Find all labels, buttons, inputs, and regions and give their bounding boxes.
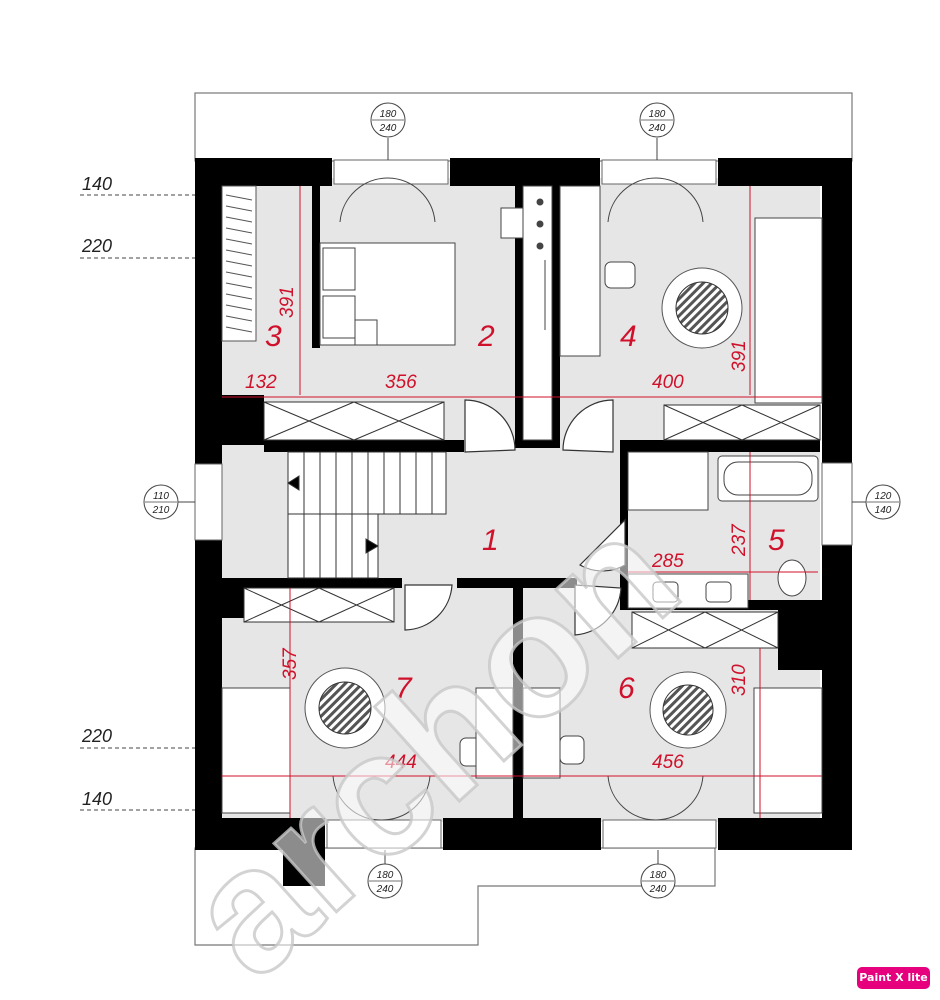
svg-text:240: 240 [376, 884, 394, 895]
svg-text:240: 240 [379, 123, 397, 134]
room-number-5: 5 [768, 524, 785, 557]
svg-text:140: 140 [875, 505, 892, 516]
dim-357: 357 [280, 647, 301, 680]
svg-text:240: 240 [649, 884, 667, 895]
double-bed [319, 242, 456, 346]
room-labels: 3 2 4 1 5 7 6 [265, 320, 785, 705]
dimension-labels: 391 132 356 400 391 285 237 357 310 444 … [245, 286, 750, 773]
level-220-top: 220 [81, 236, 112, 256]
opening-marker-top-left: 180 240 [370, 102, 406, 160]
stairs [287, 451, 447, 579]
exterior-walls [195, 158, 852, 886]
dim-444: 444 [385, 752, 417, 773]
single-beds [221, 217, 823, 814]
room-number-4: 4 [620, 320, 637, 353]
svg-text:240: 240 [648, 123, 666, 134]
dim-356: 356 [385, 372, 417, 393]
opening-marker-right: 120 140 [852, 484, 901, 520]
doors [404, 399, 626, 636]
level-labels: 140 220 220 140 [81, 174, 112, 809]
opening-marker-left: 110 210 [143, 484, 195, 520]
dim-400: 400 [652, 372, 684, 393]
room-number-6: 6 [618, 672, 635, 705]
wardrobes [243, 401, 821, 649]
bathroom-fixtures [627, 451, 819, 609]
svg-text:210: 210 [152, 505, 170, 516]
dim-285: 285 [651, 551, 684, 572]
svg-text:110: 110 [153, 491, 169, 502]
dim-237: 237 [729, 523, 750, 557]
svg-text:120: 120 [875, 491, 892, 502]
room-number-7: 7 [395, 672, 413, 705]
window-sashes [332, 177, 704, 821]
dim-391-right: 391 [729, 340, 750, 372]
dim-391-left: 391 [277, 286, 298, 318]
corridor-cabinet [500, 185, 601, 441]
room-number-3: 3 [265, 320, 282, 353]
opening-marker-bottom-right: 180 240 [640, 850, 676, 899]
opening-markers: 180 240 180 240 110 210 120 140 [143, 102, 901, 899]
level-lines [80, 194, 195, 811]
svg-text:180: 180 [650, 870, 667, 881]
top-terrace [194, 92, 853, 162]
level-140-top: 140 [82, 174, 112, 194]
opening-marker-top-right: 180 240 [639, 102, 675, 160]
level-140-bottom: 140 [82, 789, 112, 809]
round-rugs [304, 267, 743, 749]
closet-rails [221, 185, 257, 342]
paint-x-lite-badge: Paint X lite [857, 967, 930, 989]
room-number-1: 1 [482, 524, 499, 557]
svg-text:180: 180 [649, 109, 666, 120]
level-220-bottom: 220 [81, 726, 112, 746]
svg-text:180: 180 [377, 870, 394, 881]
svg-text:180: 180 [380, 109, 397, 120]
windows [194, 159, 853, 849]
dim-310: 310 [729, 664, 750, 696]
dim-456: 456 [652, 752, 684, 773]
opening-marker-bottom-left: 180 240 [367, 850, 403, 899]
room-number-2: 2 [477, 320, 495, 353]
chairs [459, 261, 636, 779]
dim-132: 132 [245, 372, 277, 393]
dimension-lines [222, 186, 822, 818]
